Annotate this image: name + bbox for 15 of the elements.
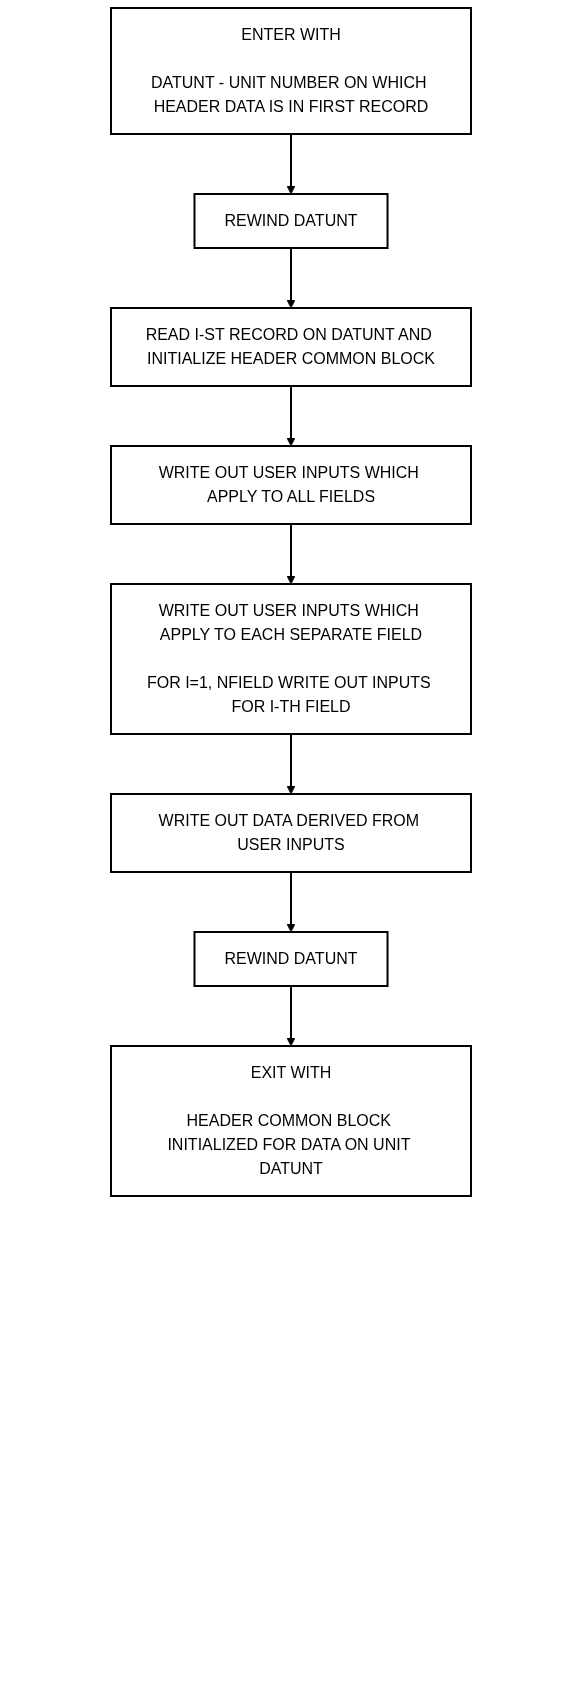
arrow — [286, 733, 295, 795]
node-box: READ I-ST RECORD ON DATUNT AND INITIALIZE HEADER COMMON BLOCK — [109, 307, 472, 387]
node-box: REWIND DATUNT — [193, 931, 388, 987]
arrow — [286, 133, 295, 195]
arrow — [286, 871, 295, 933]
node-box: WRITE OUT DATA DERIVED FROM USER INPUTS — [109, 793, 472, 873]
node-box: WRITE OUT USER INPUTS WHICH APPLY TO EACH SEPARATE FIELD FOR I=1, NFIELD WRITE OUT INPUTS FOR I-TH FIELD — [109, 583, 472, 735]
node-box: EXIT WITH HEADER COMMON BLOCK INITIALIZED FOR DATA ON UNIT DATUNT — [109, 1045, 472, 1197]
arrow — [286, 985, 295, 1047]
node-box: REWIND DATUNT — [193, 193, 388, 249]
arrow — [286, 247, 295, 309]
node-box: ENTER WITH DATUNT - UNIT NUMBER ON WHICH HEADER DATA IS IN FIRST RECORD — [109, 7, 472, 135]
arrow — [286, 385, 295, 447]
arrow — [286, 523, 295, 585]
node-box: WRITE OUT USER INPUTS WHICH APPLY TO ALL FIELDS — [109, 445, 472, 525]
